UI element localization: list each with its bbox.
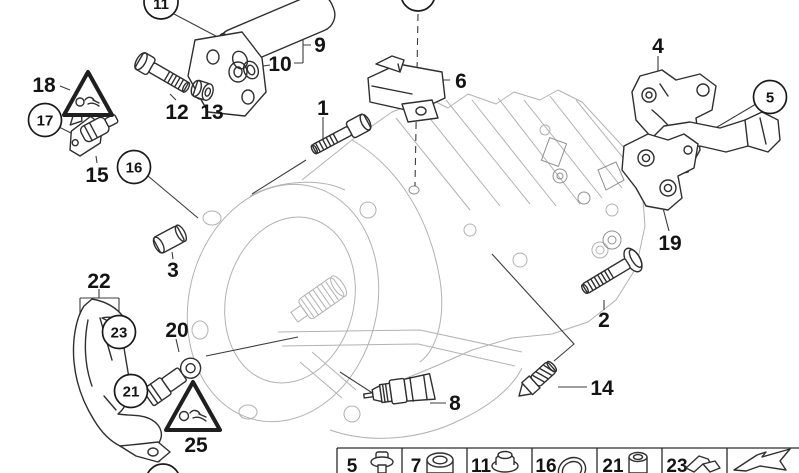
- part-sealing-rings-10: [231, 50, 260, 80]
- cap-nut-icon: [426, 452, 454, 473]
- legend-num-23[interactable]: 23: [666, 456, 687, 473]
- callout-6[interactable]: 6: [455, 70, 467, 93]
- callout-13[interactable]: 13: [200, 101, 223, 124]
- callout-circle-5[interactable]: 5: [752, 79, 788, 115]
- flange-nut-icon: [491, 450, 519, 473]
- callout-14[interactable]: 14: [590, 377, 614, 400]
- stud-bolt-icon: [370, 451, 394, 473]
- callout-12[interactable]: 12: [165, 101, 188, 124]
- callout-circle-11[interactable]: 11: [143, 0, 179, 20]
- svg-text:17: 17: [37, 113, 54, 130]
- callout-19[interactable]: 19: [658, 232, 681, 255]
- callout-3[interactable]: 3: [167, 259, 179, 282]
- part-sensor-bracket-6: [367, 55, 446, 123]
- callout-2[interactable]: 2: [598, 309, 610, 332]
- svg-text:5: 5: [766, 90, 774, 107]
- warning-triangle-25: [164, 380, 222, 432]
- legend-num-11[interactable]: 11: [471, 456, 492, 473]
- part-nut-13: [190, 79, 214, 102]
- callout-circle-21[interactable]: 21: [113, 373, 149, 409]
- callout-15[interactable]: 15: [85, 164, 109, 187]
- callout-1[interactable]: 1: [317, 97, 329, 120]
- callout-10[interactable]: 10: [268, 53, 291, 76]
- legend-num-21[interactable]: 21: [602, 456, 624, 473]
- part-heat-shield-22: [72, 298, 171, 463]
- arrow-right-icon: [733, 448, 791, 472]
- transmission-artwork: [186, 89, 646, 439]
- callout-circle-partial-bottom[interactable]: [146, 463, 180, 473]
- clip-icon: [685, 455, 721, 473]
- svg-text:16: 16: [126, 160, 143, 177]
- legend-num-7[interactable]: 7: [411, 456, 422, 473]
- callout-9[interactable]: 9: [314, 34, 326, 57]
- callout-circle-partial-top[interactable]: [401, 0, 435, 12]
- part-bolt-12: [134, 51, 191, 93]
- callout-circle-23[interactable]: 23: [101, 314, 137, 350]
- callout-circle-17[interactable]: 17: [27, 102, 63, 138]
- part-sensor-20: [142, 357, 202, 407]
- callout-25[interactable]: 25: [184, 434, 208, 457]
- svg-text:11: 11: [153, 0, 169, 13]
- callout-20[interactable]: 20: [165, 319, 188, 342]
- callout-4[interactable]: 4: [652, 35, 664, 58]
- legend-num-16[interactable]: 16: [535, 456, 556, 473]
- part-plug-14: [518, 360, 558, 397]
- callout-18[interactable]: 18: [32, 74, 56, 97]
- part-dowel-pin-3: [152, 224, 188, 254]
- part-switch-8: [363, 372, 436, 405]
- svg-text:21: 21: [123, 384, 140, 401]
- o-ring-icon: [557, 456, 587, 473]
- callout-circle-16[interactable]: 16: [116, 149, 152, 185]
- legend-strip: 5 7 11 16 21 23: [336, 447, 799, 473]
- part-plate-19: [621, 133, 699, 211]
- part-bolt-2: [581, 247, 643, 295]
- legend-num-5[interactable]: 5: [347, 456, 358, 473]
- callout-8[interactable]: 8: [449, 392, 461, 415]
- part-bolt-1: [310, 113, 372, 155]
- sleeve-icon: [628, 451, 648, 473]
- warning-triangle-18: [62, 70, 114, 117]
- callout-22[interactable]: 22: [87, 270, 110, 293]
- svg-text:23: 23: [111, 325, 128, 342]
